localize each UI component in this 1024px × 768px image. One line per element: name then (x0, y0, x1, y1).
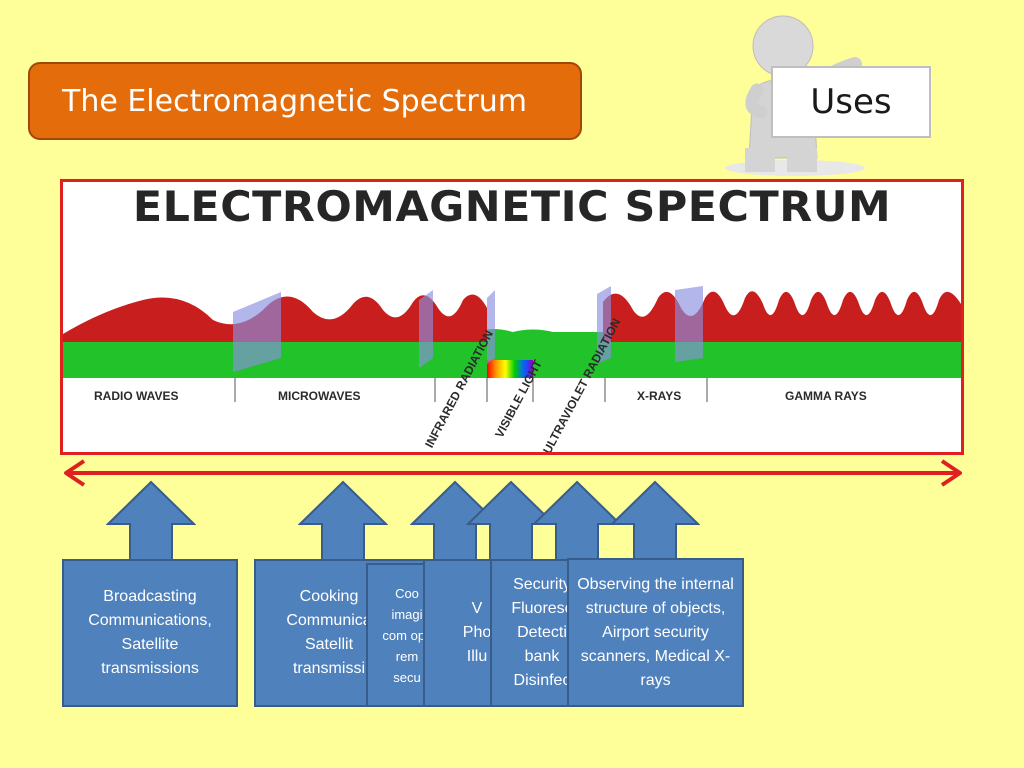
spectrum-heading: ELECTROMAGNETIC SPECTRUM (132, 182, 892, 231)
up-arrow-icon (298, 480, 388, 564)
use-text-radio: Broadcasting Communications, Satellite t… (88, 588, 212, 677)
up-arrow-icon (610, 480, 700, 564)
use-box-radio: Broadcasting Communications, Satellite t… (62, 559, 238, 707)
band-label-microwaves: MICROWAVES (278, 389, 361, 403)
double-arrow-icon (64, 459, 962, 487)
uses-sign: Uses (771, 66, 931, 138)
use-text-microwaves: Cooking Communica Satellit transmissi (286, 588, 372, 677)
spectrum-panel: ELECTROMAGNETIC SPECTRUM (60, 179, 964, 455)
spectrum-wave-graphic (63, 286, 961, 402)
use-box-xrays: Observing the internal structure of obje… (567, 558, 744, 707)
band-label-radio: RADIO WAVES (94, 389, 179, 403)
use-text-ultraviolet: Security Fluoresc Detecti bank Disinfec (511, 576, 573, 689)
up-arrow-icon (532, 480, 622, 564)
use-text-visible: V Pho Illu (462, 600, 492, 665)
use-text-infrared: Coo imagi com opti rem secu (382, 585, 432, 685)
use-text-xrays: Observing the internal structure of obje… (577, 575, 734, 689)
slide-title: The Electromagnetic Spectrum (28, 62, 582, 140)
band-label-xrays: X-RAYS (637, 389, 682, 403)
up-arrow-icon (106, 480, 196, 564)
band-label-gamma: GAMMA RAYS (785, 389, 867, 403)
